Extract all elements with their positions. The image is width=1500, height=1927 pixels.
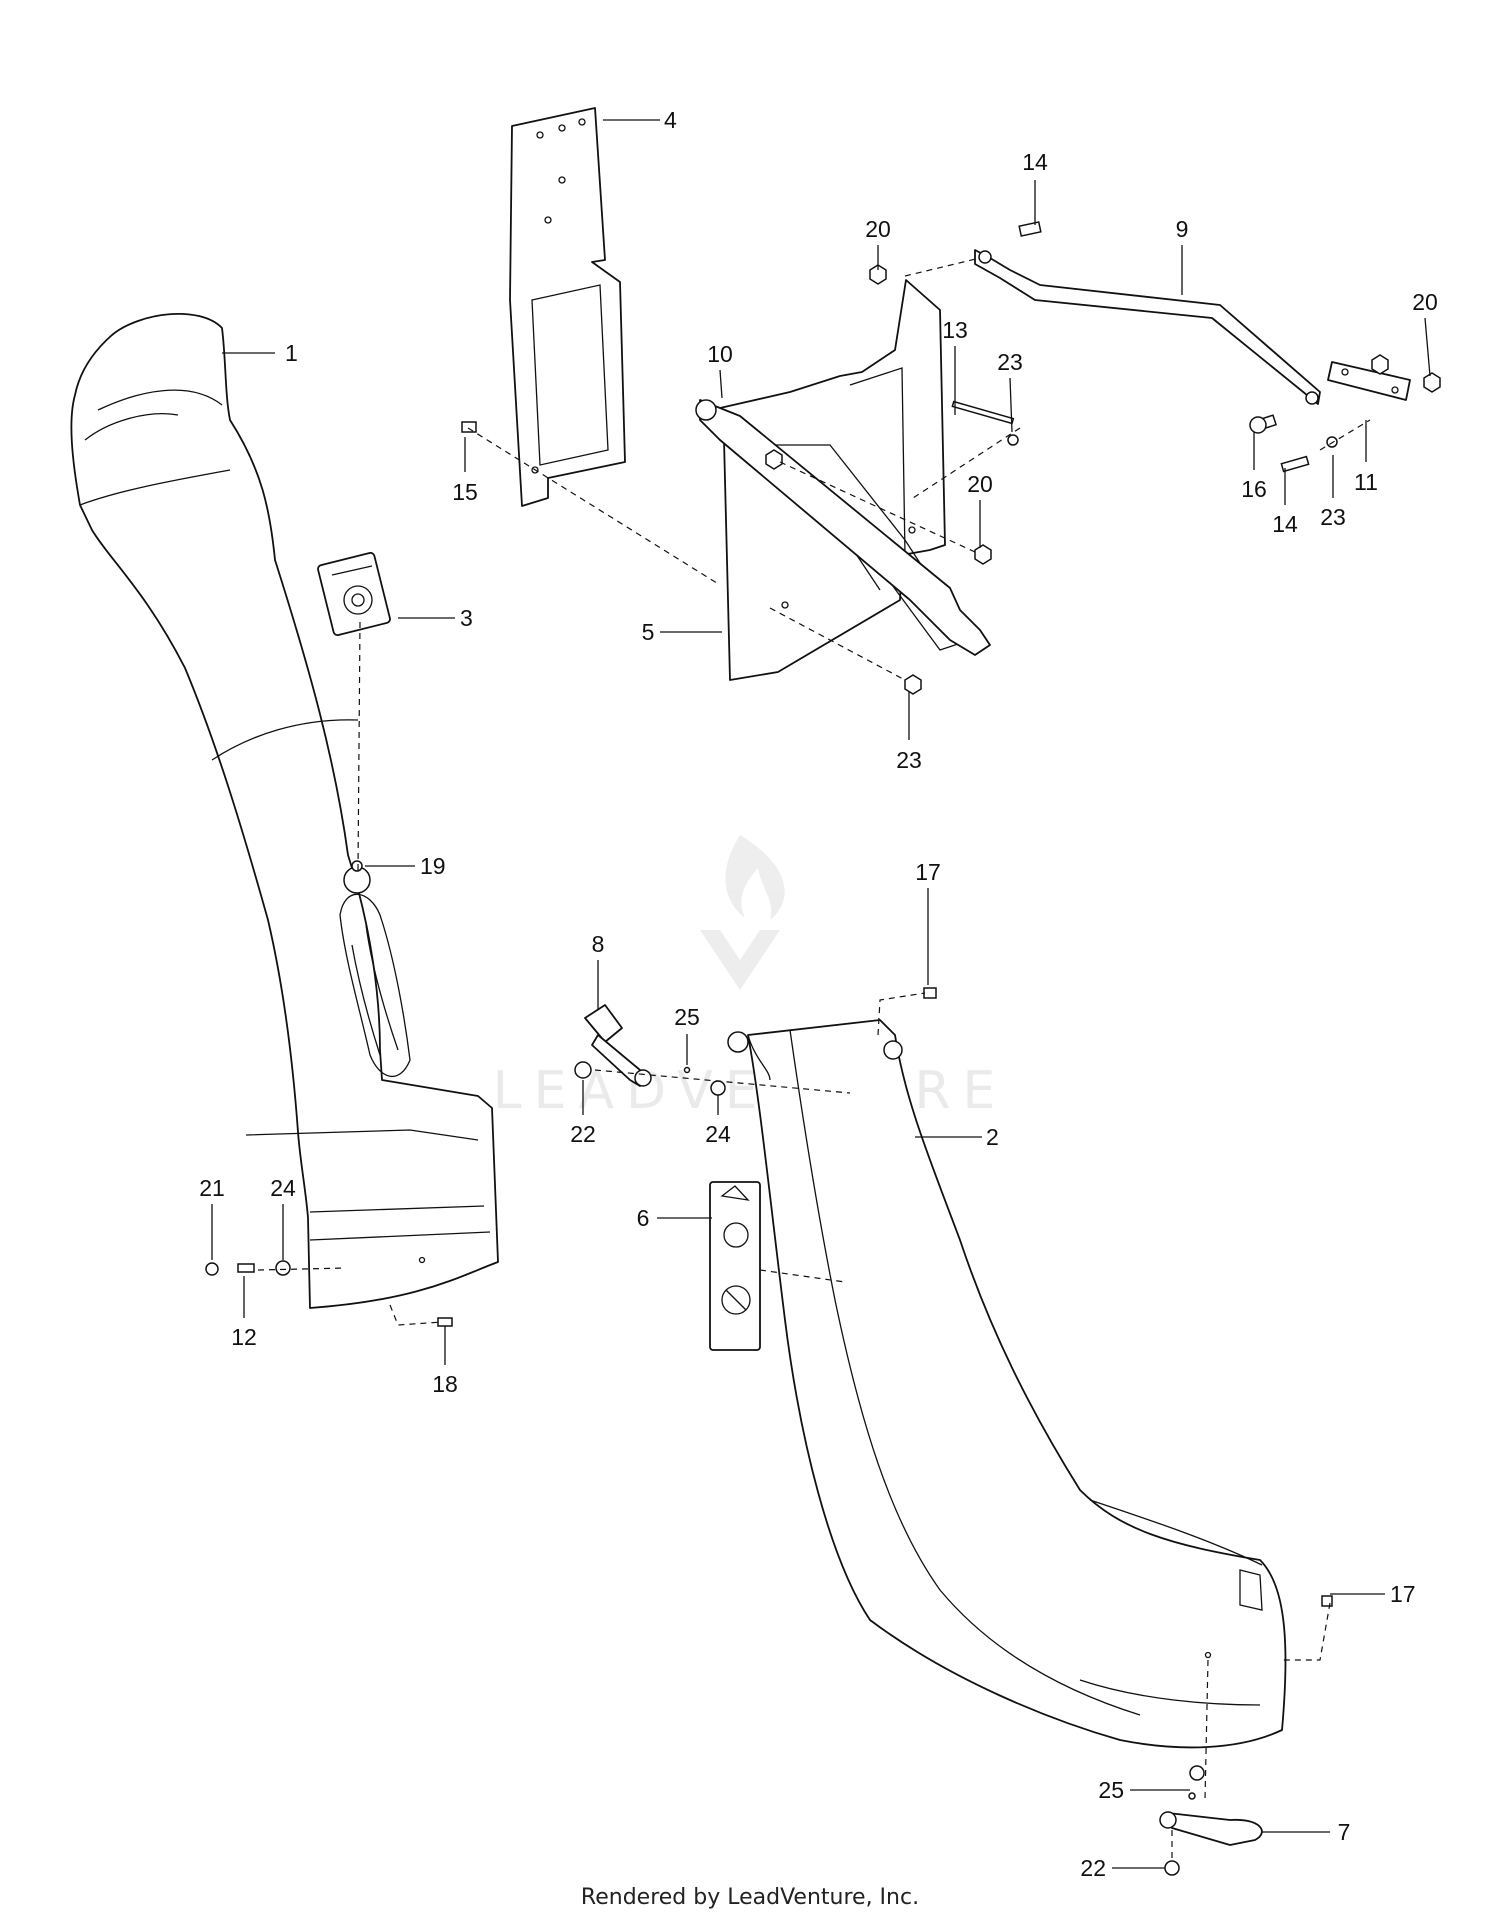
assembly-lines (257, 257, 1371, 1860)
callout-20-top: 20 (865, 216, 891, 242)
callout-13: 13 (942, 317, 968, 343)
callout-10: 10 (707, 341, 733, 367)
callout-6: 6 (637, 1205, 650, 1231)
callout-16: 16 (1241, 476, 1267, 502)
callout-23-bottom: 23 (896, 747, 922, 773)
callout-21: 21 (199, 1175, 225, 1201)
callout-15: 15 (452, 479, 478, 505)
callout-23-right: 23 (1320, 504, 1346, 530)
callout-22-bottom: 22 (1080, 1855, 1106, 1881)
callout-7: 7 (1338, 1819, 1351, 1845)
callout-4: 4 (664, 107, 677, 133)
part-7-pin (1159, 1811, 1263, 1846)
callouts: 1 2 3 4 5 6 7 8 9 10 11 12 13 14 14 15 1… (199, 107, 1438, 1881)
v-logo-icon (700, 930, 780, 990)
callout-19: 19 (420, 853, 446, 879)
callout-5: 5 (642, 619, 655, 645)
callout-14-top: 14 (1022, 149, 1048, 175)
part-3-decal (317, 552, 391, 636)
part-2-upper-chute (727, 1019, 1287, 1749)
callout-17-bottom: 17 (1390, 1581, 1416, 1607)
callout-20-middle: 20 (967, 471, 993, 497)
leader-lines (211, 119, 1431, 1869)
callout-3: 3 (460, 605, 473, 631)
callout-22-left: 22 (570, 1121, 596, 1147)
callout-25-bottom: 25 (1098, 1777, 1124, 1803)
callout-20-right: 20 (1412, 289, 1438, 315)
callout-24-middle: 24 (705, 1121, 731, 1147)
callout-11: 11 (1354, 469, 1378, 495)
part-9-control-rod (974, 249, 1321, 405)
callout-1: 1 (285, 340, 298, 366)
callout-8: 8 (592, 931, 605, 957)
callout-9: 9 (1176, 216, 1189, 242)
callout-14-right: 14 (1272, 511, 1298, 537)
callout-25-top: 25 (674, 1004, 700, 1030)
callout-2: 2 (986, 1124, 999, 1150)
flame-logo-icon (725, 835, 785, 920)
callout-17-top: 17 (915, 859, 941, 885)
callout-23-top: 23 (997, 349, 1023, 375)
footer-credit: Rendered by LeadVenture, Inc. (580, 1885, 920, 1910)
callout-12: 12 (231, 1324, 257, 1350)
callout-24-left: 24 (270, 1175, 296, 1201)
hardware (205, 221, 1441, 1876)
callout-18: 18 (432, 1371, 458, 1397)
watermark-text: LEADVENTURE (493, 1061, 1008, 1121)
part-1-lower-chute (70, 312, 499, 1309)
part-11-link-plate (1327, 361, 1411, 401)
part-4-bracket-plate (509, 107, 626, 507)
part-6-label-plate (709, 1181, 761, 1351)
